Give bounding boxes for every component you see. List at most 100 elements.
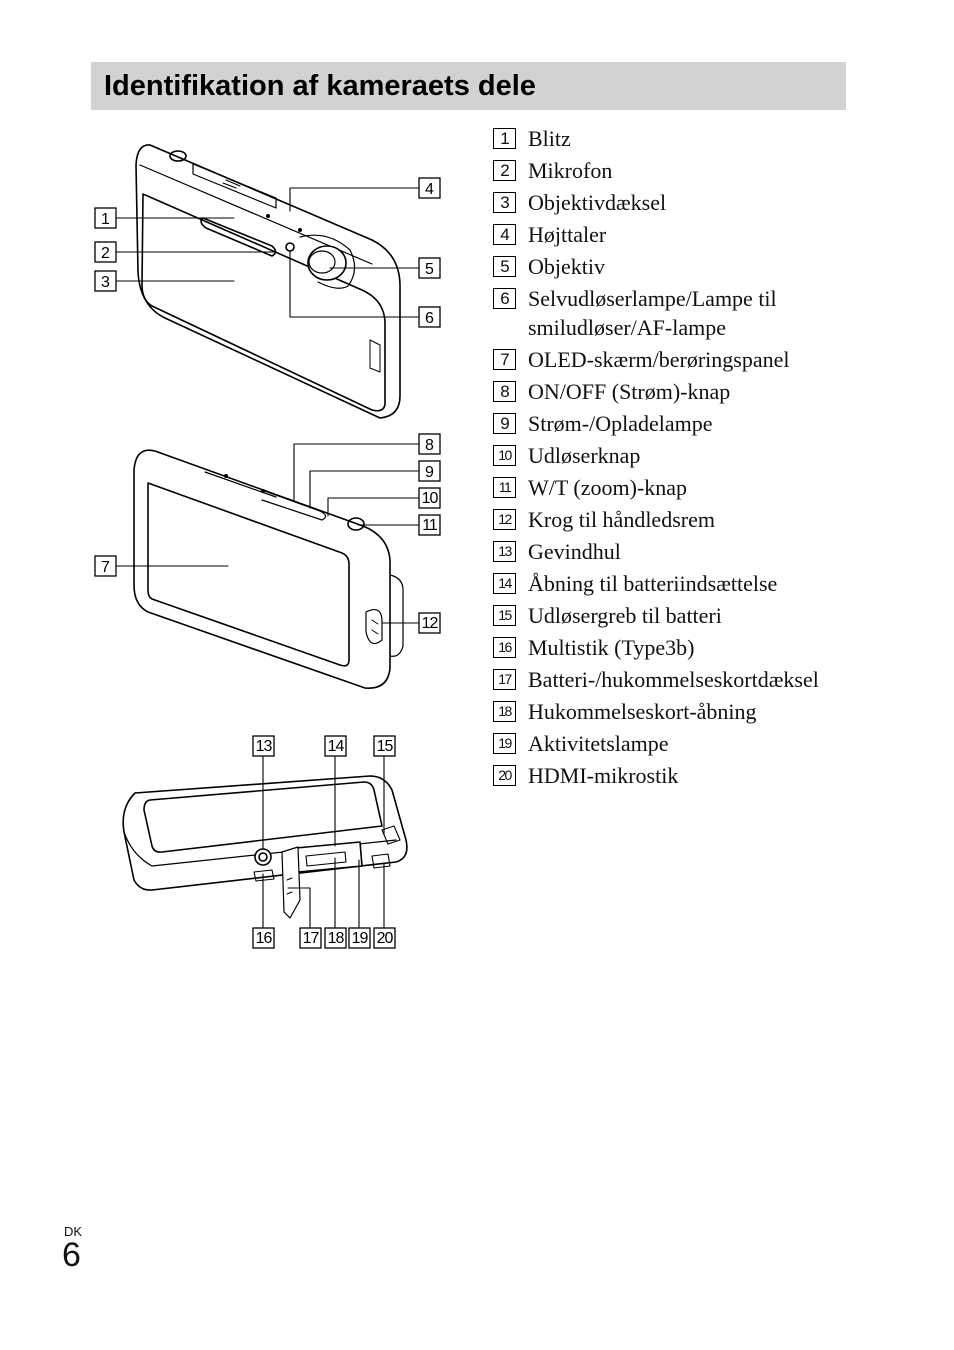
callout-number: 12 — [422, 615, 439, 632]
callout-number: 17 — [303, 930, 320, 947]
item-number: 3 — [493, 192, 516, 213]
callout-number: 15 — [377, 738, 394, 755]
item-number: 16 — [493, 637, 516, 658]
item-label: Strøm-/Opladelampe — [528, 411, 713, 436]
list-item: 19 Aktivitetslampe — [493, 729, 913, 758]
item-number: 5 — [493, 256, 516, 277]
camera-bottom-illustration — [122, 775, 408, 919]
item-number: 7 — [493, 349, 516, 370]
callout-number: 20 — [377, 930, 394, 947]
list-item: 11 W/T (zoom)-knap — [493, 473, 913, 502]
callout-3 — [94, 270, 117, 292]
callout-number: 14 — [328, 738, 345, 755]
list-item: 3 Objektivdæksel — [493, 188, 913, 217]
list-item: 7 OLED-skærm/berøringspanel — [493, 345, 913, 374]
item-label: Udløsergreb til batteri — [528, 603, 722, 628]
callout-10 — [418, 487, 441, 509]
callout-15 — [373, 735, 396, 757]
item-number: 15 — [493, 605, 516, 626]
callout-number: 13 — [256, 738, 273, 755]
callout-number: 8 — [425, 437, 434, 454]
item-label: Krog til håndledsrem — [528, 507, 715, 532]
list-item: 17 Batteri-/hukommelseskortdæksel — [493, 665, 913, 694]
list-item: 6 Selvudløserlampe/Lampe til smiludløser/… — [493, 284, 913, 342]
list-item: 18 Hukommelseskort-åbning — [493, 697, 913, 726]
item-label: Udløserknap — [528, 443, 641, 468]
item-label: OLED-skærm/berøringspanel — [528, 347, 790, 372]
leader-lines — [116, 187, 419, 928]
callout-19 — [348, 927, 371, 949]
list-item: 20 HDMI-mikrostik — [493, 761, 913, 790]
item-number: 10 — [493, 445, 516, 466]
page-title: Identifikation af kameraets dele — [104, 70, 536, 102]
callout-20 — [373, 927, 396, 949]
callout-number: 18 — [328, 930, 345, 947]
item-number: 1 — [493, 128, 516, 149]
item-label: Blitz — [528, 126, 571, 151]
item-number: 6 — [493, 288, 516, 309]
list-item: 15 Udløsergreb til batteri — [493, 601, 913, 630]
callout-1 — [94, 207, 117, 229]
item-number: 4 — [493, 224, 516, 245]
item-number: 11 — [493, 477, 516, 498]
item-number: 20 — [493, 765, 516, 786]
item-label: HDMI-mikrostik — [528, 763, 679, 788]
callout-16 — [252, 927, 275, 949]
callout-number: 5 — [425, 261, 434, 278]
item-number: 8 — [493, 381, 516, 402]
item-label: Multistik (Type3b) — [528, 635, 695, 660]
item-label: Mikrofon — [528, 158, 613, 183]
item-label: Objektiv — [528, 254, 605, 279]
list-item: 5 Objektiv — [493, 252, 913, 281]
callout-5 — [418, 257, 441, 279]
item-label: Batteri-/hukommelseskortdæksel — [528, 667, 819, 692]
item-number: 18 — [493, 701, 516, 722]
callout-number: 11 — [422, 517, 438, 534]
callout-number: 9 — [425, 464, 434, 481]
callout-2 — [94, 241, 117, 263]
item-number: 19 — [493, 733, 516, 754]
callout-6 — [418, 306, 441, 328]
callout-number: 2 — [101, 245, 110, 262]
item-label: Objektivdæksel — [528, 190, 667, 215]
list-item: 8 ON/OFF (Strøm)-knap — [493, 377, 913, 406]
callout-17 — [299, 927, 322, 949]
item-label: ON/OFF (Strøm)-knap — [528, 379, 731, 404]
callout-number: 10 — [422, 490, 439, 507]
list-item: 10 Udløserknap — [493, 441, 913, 470]
callout-7 — [94, 555, 117, 577]
item-number: 17 — [493, 669, 516, 690]
item-label: Aktivitetslampe — [528, 731, 669, 756]
callout-12 — [418, 612, 441, 634]
callout-numbers: 1 2 3 4 5 6 7 8 9 10 11 12 13 14 15 16 1… — [101, 181, 439, 947]
list-item: 12 Krog til håndledsrem — [493, 505, 913, 534]
item-number: 12 — [493, 509, 516, 530]
callout-11 — [418, 514, 441, 536]
callout-number: 4 — [425, 181, 434, 198]
camera-back-illustration — [133, 449, 404, 689]
callout-number: 19 — [352, 930, 369, 947]
item-number: 9 — [493, 413, 516, 434]
item-label: Hukommelseskort-åbning — [528, 699, 757, 724]
item-number: 14 — [493, 573, 516, 594]
callout-number: 1 — [101, 211, 110, 228]
language-code: DK — [64, 1224, 83, 1239]
item-label: W/T (zoom)-knap — [528, 475, 688, 500]
callout-13 — [252, 735, 275, 757]
item-label: Selvudløserlampe/Lampe til smiludløser/A… — [528, 286, 777, 340]
callout-boxes — [94, 177, 441, 949]
list-item: 16 Multistik (Type3b) — [493, 633, 913, 662]
callout-number: 3 — [101, 274, 110, 291]
callout-14 — [324, 735, 347, 757]
callout-18 — [324, 927, 347, 949]
callout-number: 7 — [101, 559, 110, 576]
callout-8 — [418, 433, 441, 455]
title-bar: Identifikation af kameraets dele — [91, 62, 846, 110]
page-number: 6 — [62, 1236, 81, 1274]
